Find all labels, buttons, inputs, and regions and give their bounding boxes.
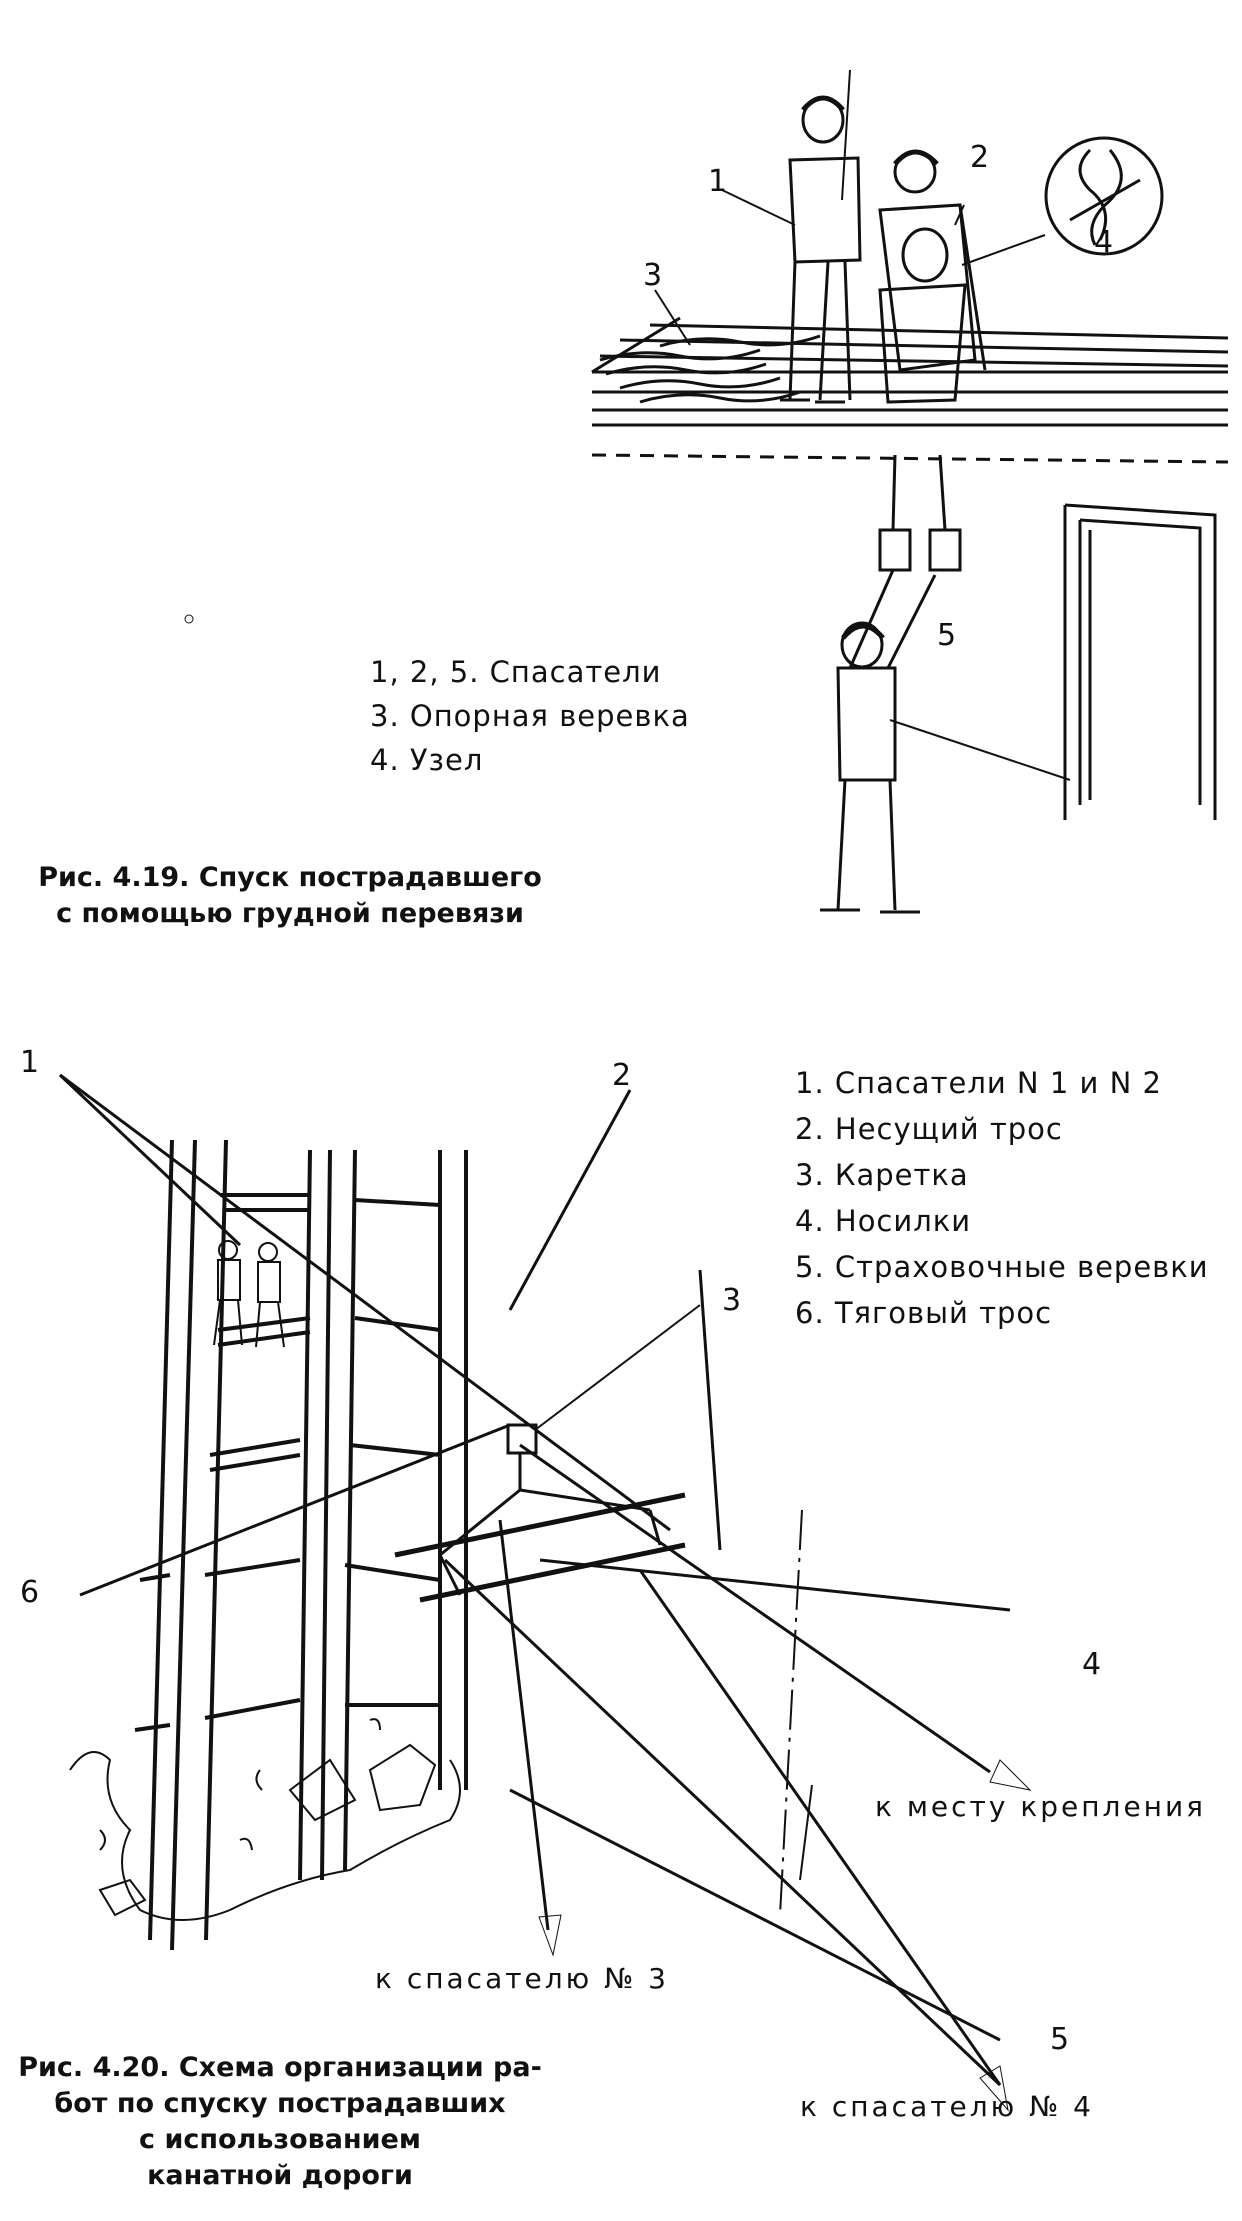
knot-inset — [1044, 136, 1164, 256]
fig-4-20-legend: 1. Спасатели N 1 и N 2 2. Несущий трос 3… — [795, 1060, 1209, 1336]
fig-4-20-callout-1: 1 — [20, 1045, 40, 1080]
caption-line: Рис. 4.20. Схема организации ра- — [18, 2052, 542, 2083]
caption-line: с использованием — [139, 2124, 421, 2155]
fig-4-19-legend: 1, 2, 5. Спасатели 3. Опорная веревка 4.… — [370, 650, 690, 782]
caption-line: с помощью грудной перевязи — [56, 898, 524, 929]
fig-4-20-legend-item: 6. Тяговый трос — [795, 1296, 1053, 1330]
rescuers-1-2-figures — [213, 1240, 285, 1348]
rescuer-3-note: к спасателю № 3 — [375, 1962, 669, 1995]
caption-line: Рис. 4.19. Спуск пострадавшего — [38, 862, 542, 893]
arrowheads — [538, 1759, 1032, 2112]
fig-4-20-legend-item: 5. Страховочные веревки — [795, 1250, 1209, 1284]
fig-4-19-caption: Рис. 4.19. Спуск пострадавшего с помощью… — [20, 860, 560, 932]
rescuer-1-figure — [780, 95, 862, 404]
fig-4-19-legend-item: 4. Узел — [370, 743, 484, 777]
rescuer-2-figure — [878, 149, 987, 372]
stretcher — [394, 1488, 686, 1603]
support-rope-coils — [599, 334, 821, 404]
fig-4-20-callout-5: 5 — [1050, 2022, 1070, 2057]
fig-4-19-callout-1: 1 — [708, 164, 728, 199]
fig-4-19-leaders — [654, 189, 1071, 781]
fig-4-20-legend-item: 4. Носилки — [795, 1204, 972, 1238]
fig-4-20-legend-item: 2. Несущий трос — [795, 1112, 1063, 1146]
doorway — [1063, 503, 1217, 820]
fig-4-19-callout-3: 3 — [643, 258, 663, 293]
rescuer-4-note: к спасателю № 4 — [800, 2090, 1094, 2123]
fig-4-20-legend-item: 3. Каретка — [795, 1158, 969, 1192]
fig-4-19-callout-2: 2 — [970, 140, 990, 175]
fig-4-20-caption: Рис. 4.20. Схема организации ра- бот по … — [10, 2050, 550, 2194]
fig-4-20-callout-3: 3 — [722, 1283, 742, 1318]
caption-line: канатной дороги — [147, 2160, 413, 2191]
fig-4-19-legend-item: 3. Опорная веревка — [370, 699, 690, 733]
rubble — [69, 1718, 461, 1921]
fig-4-20-legend-item: 1. Спасатели N 1 и N 2 — [795, 1066, 1162, 1100]
caption-line: бот по спуску пострадавших — [54, 2088, 506, 2119]
ropes — [58, 1073, 1011, 2087]
fig-4-19-legend-item: 1, 2, 5. Спасатели — [370, 655, 662, 689]
axis-line — [779, 1509, 803, 1916]
building-frame — [134, 1139, 468, 1951]
carriage — [506, 1423, 538, 1490]
anchor-point-note: к месту крепления — [875, 1790, 1207, 1823]
fig-4-19-callout-4: 4 — [1094, 225, 1114, 260]
victim-figure — [878, 227, 967, 572]
fig-4-20-callout-6: 6 — [20, 1575, 40, 1610]
rescuer-5-figure — [820, 569, 937, 914]
fig-4-20-callout-4: 4 — [1082, 1647, 1102, 1682]
fig-4-20-callout-2: 2 — [612, 1058, 632, 1093]
fig-4-19-callout-5: 5 — [937, 618, 957, 653]
